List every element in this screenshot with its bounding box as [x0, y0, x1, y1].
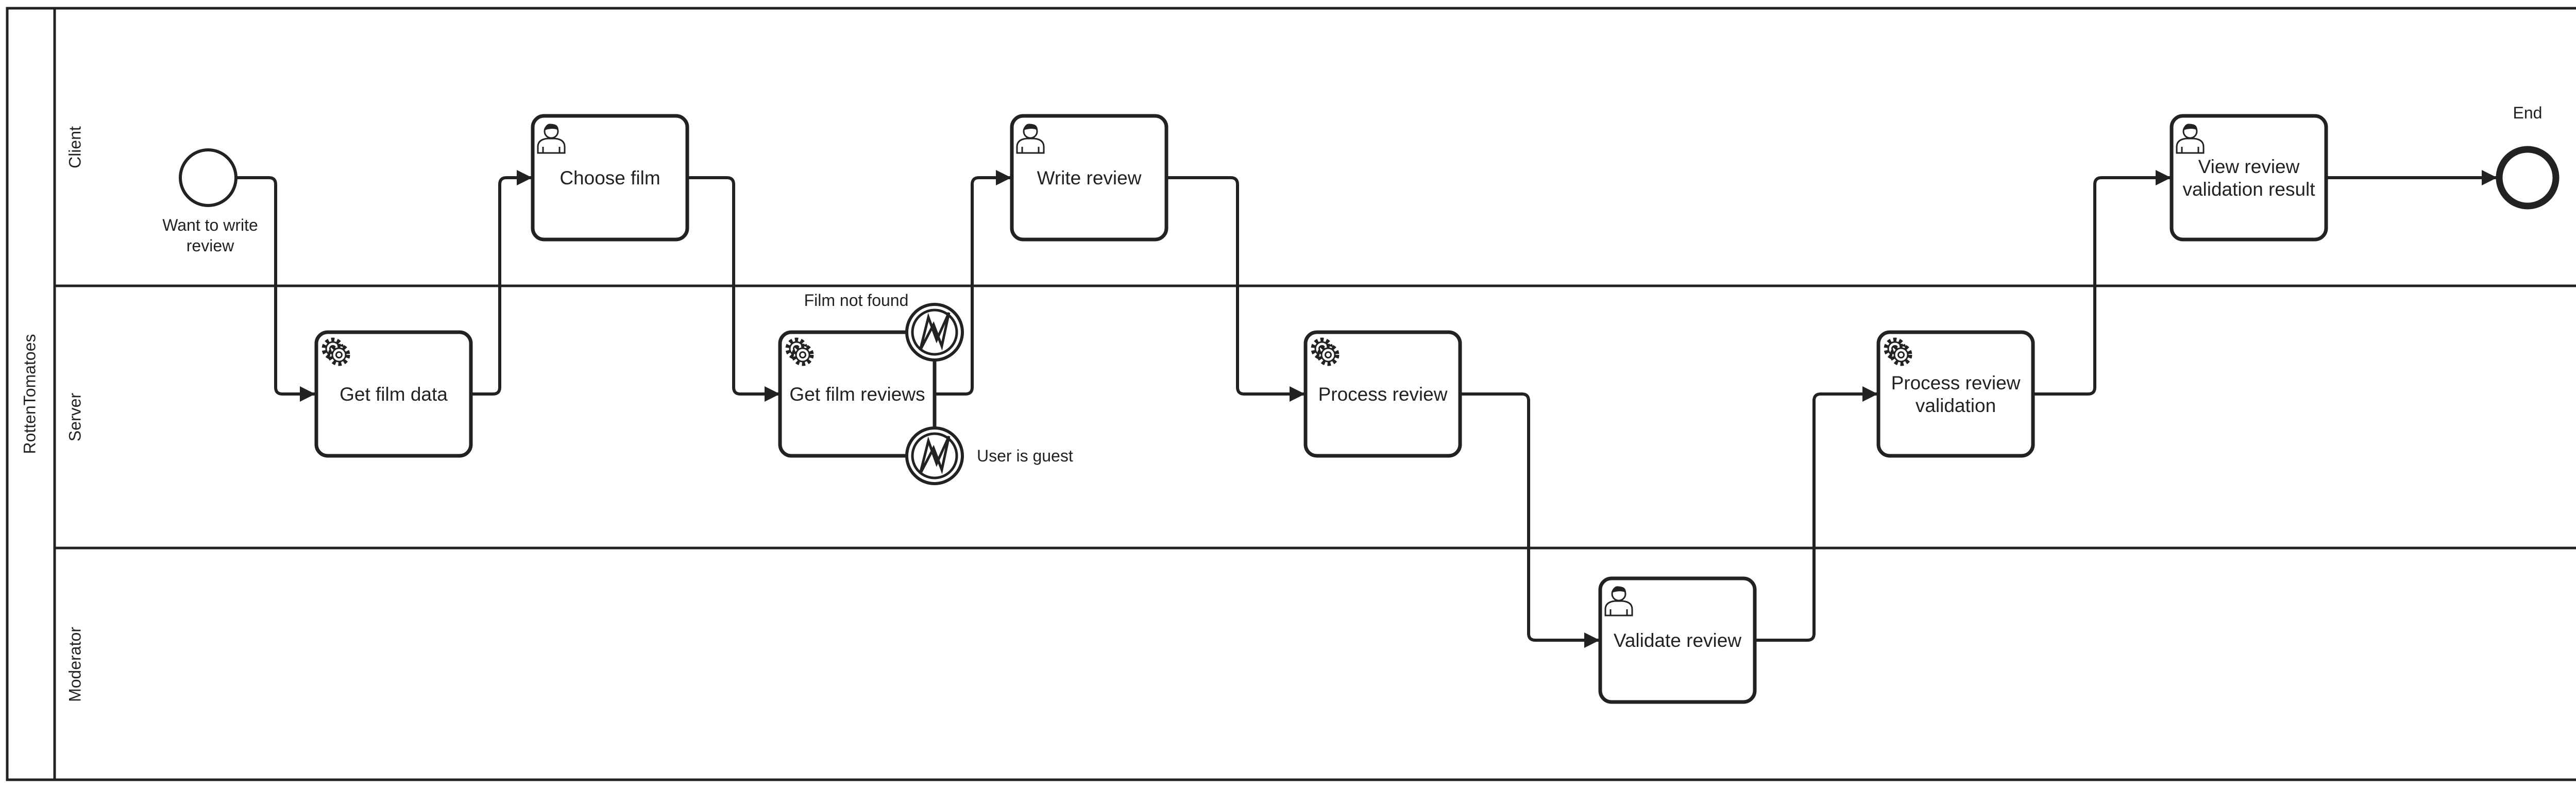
user-icon	[1016, 124, 1045, 154]
error-event-inner-circle	[911, 309, 958, 356]
error-film-not-found-label: Film not found	[804, 291, 909, 310]
task-label-line: Write review	[1037, 167, 1142, 189]
error-lightning-icon	[919, 435, 951, 475]
error-event-inner-circle	[911, 432, 958, 479]
task-box[interactable]	[1598, 576, 1757, 704]
start-event-label-line-1: Want to write	[162, 216, 258, 234]
task-box[interactable]	[1303, 330, 1462, 458]
error-boundary-film-not-found[interactable]: Film not found	[804, 291, 964, 362]
error-boundary-user-is-guest[interactable]: User is guest	[905, 426, 1073, 485]
start-event-label-line-2: review	[187, 236, 234, 255]
lane-label-client: Client	[65, 126, 84, 168]
end-event-circle[interactable]	[2496, 146, 2560, 210]
end-event-label: End	[2513, 104, 2543, 122]
flow-choose-film-to-get-film-reviews	[687, 176, 780, 402]
task-label-line: View review	[2198, 156, 2300, 177]
task-label-line: Validate review	[1614, 630, 1741, 651]
pool-border	[6, 7, 2576, 781]
task-get-film-reviews[interactable]: Get film reviews	[778, 330, 937, 458]
flow-write-review-to-process-review	[1166, 176, 1305, 402]
user-icon	[2176, 124, 2205, 154]
flow-get-film-data-to-choose-film	[471, 170, 532, 396]
end-event[interactable]: End	[2496, 104, 2560, 210]
task-box[interactable]	[1010, 114, 1168, 242]
task-label-line: Process review	[1891, 372, 2021, 393]
flow-process-validation-to-view-result	[2033, 170, 2171, 396]
task-choose-film[interactable]: Choose film	[531, 114, 689, 242]
task-label-line: validation result	[2182, 179, 2315, 200]
start-event-circle[interactable]	[179, 148, 238, 207]
task-box[interactable]	[2170, 114, 2328, 242]
task-validate-review[interactable]: Validate review	[1598, 576, 1757, 704]
task-box[interactable]	[778, 330, 937, 458]
user-icon	[537, 124, 566, 154]
task-label-line: validation	[1916, 395, 1996, 416]
pool: RottenTomatoes Client Server Moderator	[6, 7, 2576, 781]
task-label-line: Get film data	[340, 384, 448, 405]
user-icon	[1604, 586, 1633, 616]
error-user-is-guest-label: User is guest	[977, 447, 1073, 465]
task-label-line: Choose film	[560, 167, 660, 189]
task-write-review[interactable]: Write review	[1010, 114, 1168, 242]
task-get-film-data[interactable]: Get film data	[314, 330, 473, 458]
error-lightning-icon	[919, 312, 951, 351]
lane-label-server: Server	[65, 393, 84, 442]
flow-validate-review-to-process-validation	[1755, 386, 1878, 642]
task-label-line: Get film reviews	[789, 384, 925, 405]
gear-icon	[1884, 337, 1912, 366]
lane-label-moderator: Moderator	[65, 627, 84, 702]
flow-get-film-reviews-to-write-review	[935, 170, 1011, 396]
gear-icon	[785, 337, 814, 366]
task-box[interactable]	[314, 330, 473, 458]
task-box[interactable]	[1876, 330, 2035, 458]
gear-icon	[321, 337, 350, 366]
flow-process-review-to-validate-review	[1460, 392, 1600, 648]
sequence-flows	[236, 170, 2497, 648]
task-process-review[interactable]: Process review	[1303, 330, 1462, 458]
task-box[interactable]	[531, 114, 689, 242]
flow-start-to-get-film-data	[236, 176, 315, 402]
task-label-line: Process review	[1318, 384, 1448, 405]
pool-label: RottenTomatoes	[20, 334, 39, 454]
start-event[interactable]: Want to write review	[162, 148, 258, 255]
gear-icon	[1311, 337, 1340, 366]
